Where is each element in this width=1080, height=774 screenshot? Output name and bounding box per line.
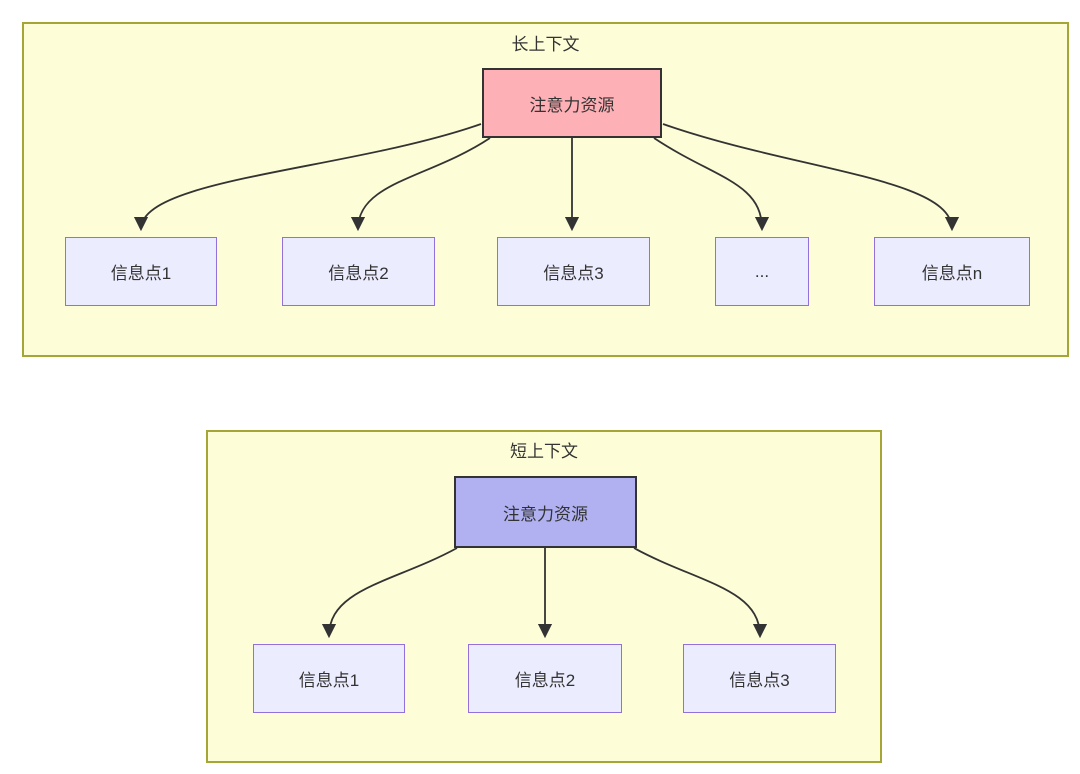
edge-short-attn-to-info1	[321, 547, 458, 639]
long-info-node-3: 信息点3	[497, 237, 650, 306]
long-info-node-1: 信息点1	[65, 237, 217, 306]
edge-long-attn-to-dots	[653, 137, 770, 232]
long-info-node-dots: ...	[715, 237, 809, 306]
long-context-title: 长上下文	[511, 35, 580, 54]
edge-long-attn-to-infon	[662, 123, 960, 232]
short-info-node-3: 信息点3	[683, 644, 836, 713]
edge-short-attn-to-info3	[633, 547, 768, 639]
short-info-node-2: 信息点2	[468, 644, 622, 713]
edge-long-attn-to-info2	[350, 137, 491, 232]
long-info-node-2: 信息点2	[282, 237, 435, 306]
short-info-node-1: 信息点1	[253, 644, 405, 713]
edge-long-attn-to-info1	[133, 123, 482, 232]
short-attention-node: 注意力资源	[454, 476, 637, 548]
long-info-node-n: 信息点n	[874, 237, 1030, 306]
short-context-title: 短上下文	[510, 442, 578, 461]
long-attention-node: 注意力资源	[482, 68, 662, 138]
